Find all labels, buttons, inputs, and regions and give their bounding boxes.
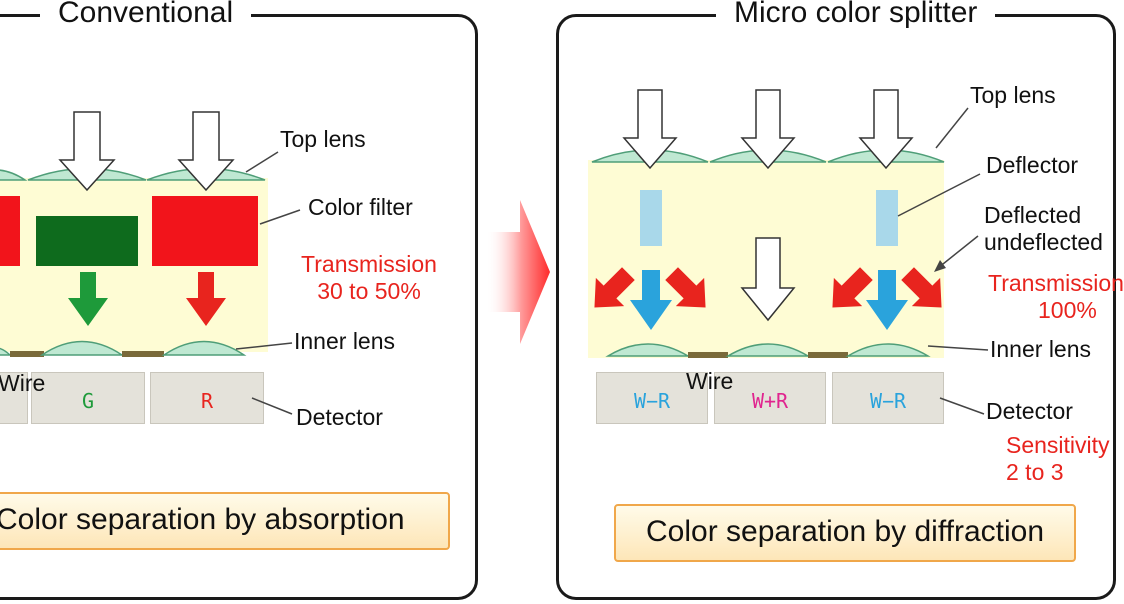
sensitivity-label: Sensitivity 2 to 3 xyxy=(1006,432,1110,486)
wire xyxy=(10,351,44,357)
red-light-arrow xyxy=(186,272,226,326)
deflector xyxy=(876,190,898,246)
splitter-top-lens-label: Top lens xyxy=(970,82,1056,108)
wire xyxy=(122,351,164,357)
incoming-light-arrow xyxy=(858,89,914,170)
top-lens xyxy=(0,169,28,181)
wire xyxy=(688,352,728,358)
pixel-label-g: G xyxy=(81,389,95,413)
transmission-label: Transmission 30 to 50% xyxy=(284,251,454,305)
splitter-inner-lens-label: Inner lens xyxy=(990,336,1092,362)
splitter-detector-label: Detector xyxy=(986,398,1073,424)
incoming-light-arrow xyxy=(622,89,678,170)
splitter-title: Micro color splitter xyxy=(716,0,996,30)
sensitivity-line1: Sensitivity xyxy=(1006,432,1110,458)
green-light-arrow xyxy=(68,272,108,326)
deflected-line1: Deflected xyxy=(984,202,1082,228)
diffraction-banner-text: Color separation by diffraction xyxy=(646,515,1044,548)
color-filter-red xyxy=(0,196,20,266)
pixel-label-wr-2: W−R xyxy=(869,389,907,413)
inner-lens xyxy=(0,347,12,356)
deflected-line2: undeflected xyxy=(984,229,1103,255)
splitter-transmission-line1: Transmission xyxy=(988,270,1124,296)
red-deflected-arrow xyxy=(901,267,942,308)
splitter-transmission-line2: 100% xyxy=(1038,297,1097,323)
pixel-label-wpr: W+R xyxy=(751,389,789,413)
cyan-light-arrow xyxy=(630,270,672,330)
sensitivity-line2: 2 to 3 xyxy=(1006,459,1064,485)
color-filter-red xyxy=(152,196,258,266)
deflected-label: Deflected undeflected xyxy=(984,202,1103,256)
splitter-transmission-label: Transmission 100% xyxy=(988,270,1124,324)
inner-lens xyxy=(605,343,691,357)
transmission-line2: 30 to 50% xyxy=(317,278,421,304)
pixel-label-r: R xyxy=(200,389,214,413)
conventional-diagram xyxy=(0,111,301,415)
splitter-wire-label: Wire xyxy=(686,368,734,394)
conventional-title: Conventional xyxy=(40,0,252,30)
inner-lens xyxy=(39,340,125,356)
transition-arrow-shape xyxy=(486,200,550,344)
red-deflected-arrow xyxy=(594,267,635,308)
undeflected-light-arrow xyxy=(740,237,796,322)
color-filter-label: Color filter xyxy=(308,194,413,220)
pixel-label-wr-1: W−R xyxy=(633,389,671,413)
detector-pixel-wr-2: W−R xyxy=(832,372,944,424)
incoming-light-arrow xyxy=(740,89,796,170)
inner-lens xyxy=(725,343,811,357)
detector-pixel-b xyxy=(0,372,28,424)
incoming-light-arrow xyxy=(58,111,116,192)
deflector xyxy=(640,190,662,246)
inner-lens xyxy=(161,340,247,356)
wire-label: Wire xyxy=(0,370,46,396)
detector-label: Detector xyxy=(296,404,383,430)
absorption-banner-text: Color separation by absorption xyxy=(0,503,405,536)
red-deflected-arrow xyxy=(665,267,706,308)
inner-lens-label: Inner lens xyxy=(294,328,396,354)
detector-pixel-wr-1: W−R xyxy=(596,372,708,424)
diffraction-banner: Color separation by diffraction xyxy=(614,504,1076,562)
deflector-label: Deflector xyxy=(986,152,1079,178)
wire xyxy=(808,352,848,358)
red-deflected-arrow xyxy=(832,267,873,308)
transmission-line1: Transmission xyxy=(301,251,437,277)
top-lens-label: Top lens xyxy=(280,126,366,152)
inner-lens xyxy=(845,343,931,357)
absorption-banner: Color separation by absorption xyxy=(0,492,450,550)
transition-arrow xyxy=(486,200,550,344)
detector-pixel-r: R xyxy=(150,372,264,424)
cyan-light-arrow xyxy=(866,270,908,330)
incoming-light-arrow xyxy=(177,111,235,192)
detector-pixel-wpr: W+R xyxy=(714,372,826,424)
splitter-diagram xyxy=(591,89,989,415)
color-filter-green xyxy=(36,216,138,266)
detector-pixel-g: G xyxy=(31,372,145,424)
